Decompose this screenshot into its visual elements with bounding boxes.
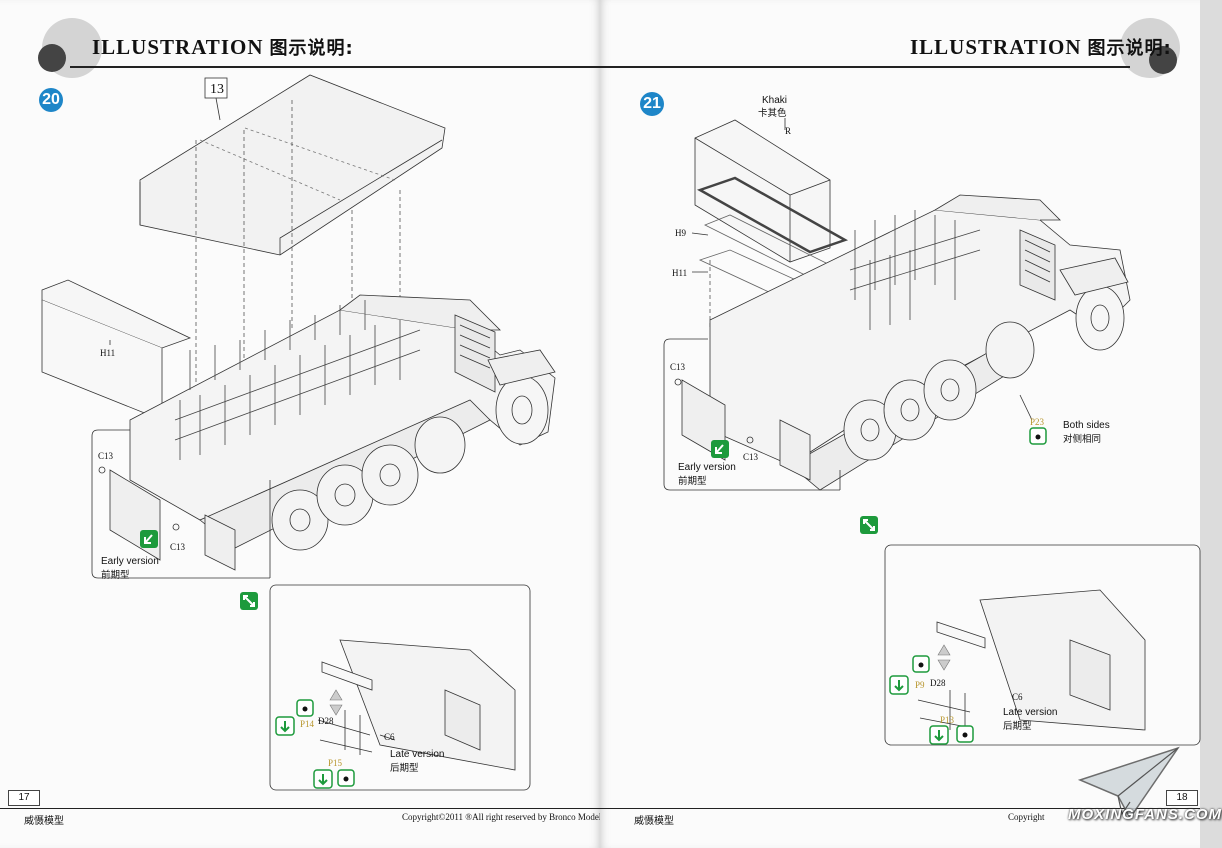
green-arrow-icon: [711, 440, 729, 458]
part-label-p13: P13: [940, 715, 955, 725]
paper-plane-watermark-icon: [1077, 746, 1180, 820]
early-version-label-zh: 前期型: [101, 569, 130, 581]
part-number-label: 13: [210, 82, 224, 97]
footer-brand: 威慑模型: [634, 816, 674, 827]
part-label-h11: H11: [100, 348, 115, 358]
press-down-icon: [275, 716, 333, 789]
part-label-p23: P23: [1030, 417, 1045, 427]
press-down-icon: [889, 675, 949, 745]
watermark-text: MOXINGFANS.COM: [1068, 806, 1222, 823]
header-circle-decoration: [1120, 18, 1180, 78]
header-rule: [600, 66, 1130, 68]
part-label-c6: C6: [1012, 692, 1023, 702]
part-label-p15: P15: [328, 758, 343, 768]
early-version-label: Early version: [678, 462, 736, 473]
footer-rule: [0, 808, 600, 809]
both-sides-label: Both sides: [1063, 420, 1110, 431]
part-label-c13: C13: [743, 452, 759, 462]
step-number-badge: 20: [39, 88, 63, 112]
color-label-khaki-zh: 卡其色: [758, 107, 787, 119]
page-number: 17: [8, 790, 40, 806]
part-label-p14: P14: [300, 719, 315, 729]
khaki-tarp: [694, 119, 831, 263]
step-21-assembly-drawing: Khaki 卡其色 R H9 H11 C13 C13 Early version…: [663, 95, 1201, 746]
step-number-badge: 21: [640, 92, 664, 116]
part-label-p9: P9: [915, 680, 925, 690]
footer-brand: 威慑模型: [24, 816, 64, 827]
green-swap-arrow-icon: [240, 592, 258, 610]
part-label-c13: C13: [170, 542, 186, 552]
late-version-label-zh: 后期型: [1003, 721, 1032, 732]
color-label-khaki: Khaki: [762, 95, 787, 106]
late-version-label: Late version: [390, 749, 444, 760]
part-label-c13: C13: [98, 451, 114, 461]
canopy-roof: [139, 74, 446, 256]
part-label-h11: H11: [672, 268, 687, 278]
part-label-d28: D28: [930, 678, 946, 688]
part-label-r: R: [785, 126, 791, 136]
flip-icon: [329, 689, 343, 716]
part-label-h9: H9: [675, 228, 686, 238]
late-version-label-zh: 后期型: [390, 763, 419, 774]
header-rule: [70, 66, 600, 68]
step-20-assembly-drawing: 13 H11 C13 C13 Early version 前期型 D28 P14…: [41, 74, 556, 791]
copyright-notice: Copyright©2011 ®All right reserved by Br…: [402, 812, 605, 822]
footer-rule: [600, 808, 1200, 809]
header-circle-decoration: [38, 18, 102, 78]
early-version-label: Early version: [101, 556, 159, 567]
copyright-notice: Copyright: [1008, 812, 1045, 822]
page-number: 18: [1166, 790, 1198, 806]
both-sides-label-zh: 对侧相同: [1063, 433, 1101, 445]
part-label-c13: C13: [670, 362, 686, 372]
early-version-label-zh: 前期型: [678, 475, 707, 487]
green-arrow-icon: [140, 530, 158, 548]
flip-icon: [937, 644, 951, 671]
glue-drop-icon: [296, 699, 355, 787]
part-label-c6: C6: [384, 732, 395, 742]
late-version-label: Late version: [1003, 707, 1057, 718]
header-title-en: ILLUSTRATION: [910, 35, 1082, 59]
header-title-en: ILLUSTRATION: [92, 35, 264, 59]
green-swap-arrow-icon: [860, 516, 878, 534]
glue-drop-icon: [912, 427, 1047, 743]
header-title-zh: 图示说明:: [269, 38, 354, 59]
header-title-zh: 图示说明:: [1087, 38, 1172, 59]
part-label-d28: D28: [318, 716, 334, 726]
